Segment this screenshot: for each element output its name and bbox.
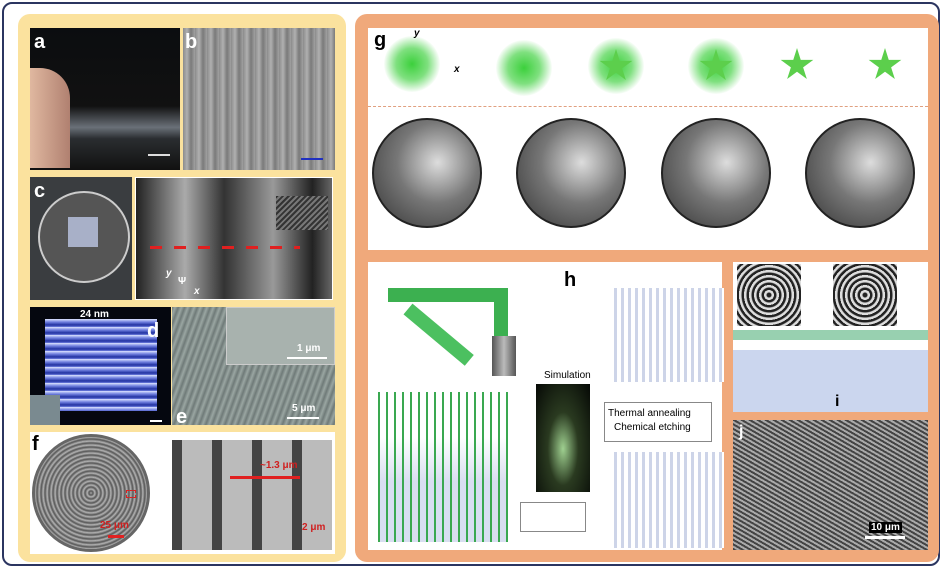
axis-x-label: x <box>194 286 200 297</box>
g-axis-y: y <box>414 28 420 39</box>
process-arrow-icon <box>520 502 586 532</box>
panel-label-i: i <box>835 393 840 410</box>
scale-bar-10um: 10 μm <box>869 522 902 533</box>
panel-c-photo: c <box>30 177 132 300</box>
scale-bar-1um: 1 μm <box>297 343 321 354</box>
panel-h: Simulation Thermal annealing Chemical et… <box>368 262 724 550</box>
scale-bar-2um: 2 μm <box>302 522 326 533</box>
right-figure-group: y x g Simulation Thermal annealing Chemi… <box>355 14 939 562</box>
panel-label-e: e <box>176 406 188 428</box>
panel-label-f: f <box>32 433 39 455</box>
panel-c-inset: y Ψ x <box>135 177 333 300</box>
panel-label-b: b <box>185 31 198 53</box>
panel-b-sem: b <box>183 28 335 170</box>
zoom-circle-3 <box>661 118 771 228</box>
zoom-circle-1 <box>372 118 482 228</box>
zoom-circle-2 <box>516 118 626 228</box>
panel-j: 10 μm j <box>733 420 928 550</box>
panel-e-sem: 1 μm 5 μm e <box>172 307 335 428</box>
panel-label-g: g <box>374 29 387 51</box>
grating-sem <box>172 440 332 550</box>
spacing-label: ~1.3 μm <box>260 460 298 471</box>
scale-bar-25um: 25 μm <box>100 520 129 531</box>
panel-label-j: j <box>739 423 744 440</box>
g-axis-x: x <box>454 64 460 75</box>
axis-y-label: y <box>166 268 172 279</box>
chemical-etching-label: Chemical etching <box>614 422 691 433</box>
zone-plate-image <box>32 434 150 552</box>
zoom-circle-4 <box>805 118 915 228</box>
panel-label-h: h <box>564 269 577 291</box>
panel-i: i <box>733 262 928 412</box>
left-figure-group: a b c y Ψ x 24 nm d 1 μm 5 μm e <box>18 14 346 562</box>
scale-bar-24nm: 24 nm <box>80 309 109 320</box>
panel-a-photo: a <box>30 28 180 170</box>
panel-label-a: a <box>34 31 46 53</box>
thermal-annealing-label: Thermal annealing <box>608 408 691 419</box>
panel-label-c: c <box>34 180 46 202</box>
panel-g: y x g <box>368 28 928 250</box>
scale-bar-5um: 5 μm <box>292 403 316 414</box>
panel-f: ~1.3 μm 25 μm 2 μm f <box>30 432 335 554</box>
axis-psi-label: Ψ <box>178 276 187 287</box>
simulation-label: Simulation <box>544 370 591 381</box>
panel-label-d: d <box>147 320 160 342</box>
panel-d-image: 24 nm d <box>30 307 171 425</box>
